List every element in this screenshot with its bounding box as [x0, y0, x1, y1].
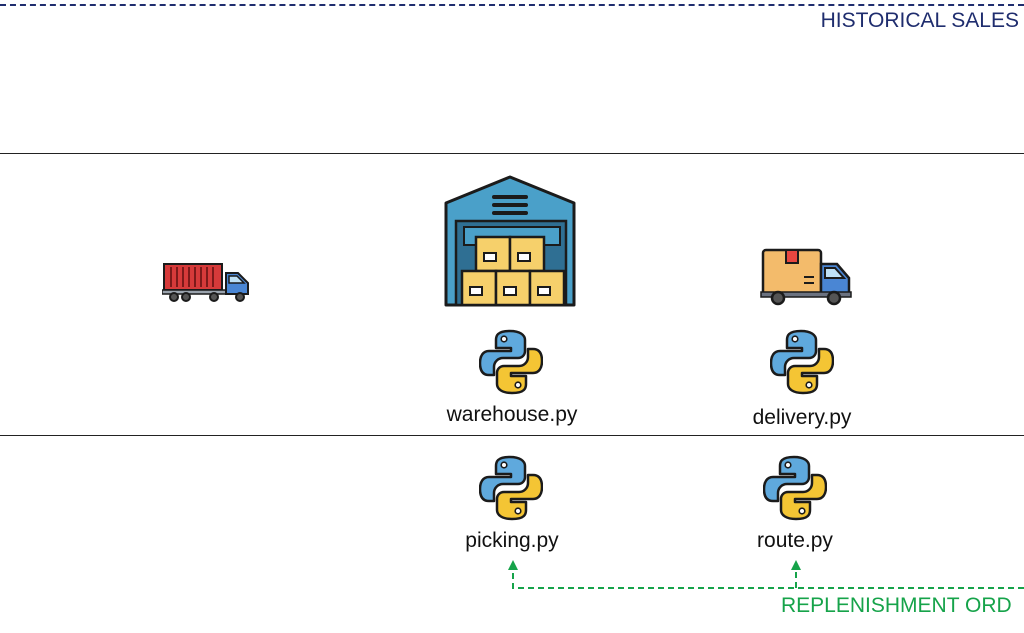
warehouse-icon [444, 175, 578, 309]
historical-sales-label: HISTORICAL SALES [820, 9, 1019, 32]
historical-sales-dashed-line [0, 4, 1024, 6]
delivery-file-label: delivery.py [752, 406, 852, 429]
lane-divider-bottom [0, 435, 1024, 436]
container-truck-icon [162, 261, 252, 303]
route-file-label: route.py [757, 529, 833, 552]
warehouse-file-label: warehouse.py [446, 403, 578, 426]
replenishment-label: REPLENISHMENT ORD [781, 594, 1012, 617]
delivery-truck-icon [760, 247, 852, 307]
picking-file-label: picking.py [465, 529, 559, 552]
lane-divider-top [0, 153, 1024, 154]
